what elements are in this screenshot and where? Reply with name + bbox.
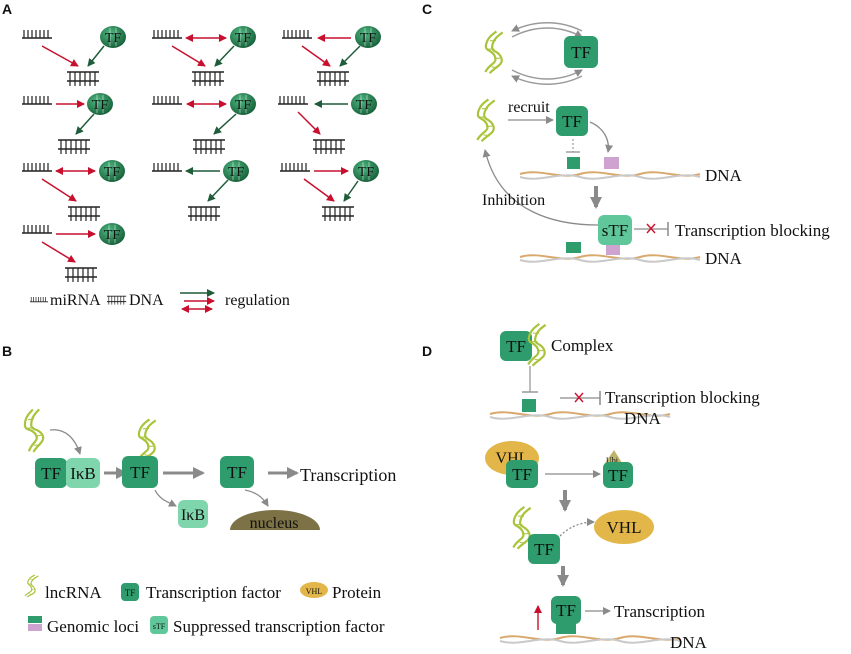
c-dna-label-2: DNA (705, 249, 743, 268)
svg-text:VHL: VHL (607, 518, 642, 537)
d-transcription: Transcription (614, 602, 705, 621)
b-ikb-box-1 (66, 458, 100, 488)
main-legend: lncRNA TF Transcription factor VHL Prote… (24, 574, 385, 636)
svg-text:IκB: IκB (70, 464, 96, 483)
legend-locus-green (28, 616, 42, 623)
panel-a-label: A (2, 1, 12, 17)
d-transcription-blocking: Transcription blocking (605, 388, 760, 407)
legend-dna: DNA (129, 292, 164, 309)
svg-text:TF: TF (104, 228, 121, 243)
legend-vhl-icon (300, 582, 328, 598)
panel-d: D TF Complex Transcription blocking DNA … (422, 321, 760, 652)
svg-text:TF: TF (41, 464, 61, 483)
legend-protein: Protein (332, 583, 382, 602)
legend-suppressed-tf: Suppressed transcription factor (173, 617, 385, 636)
svg-text:VHL: VHL (306, 587, 323, 596)
svg-text:TF: TF (534, 540, 554, 559)
c-tf-top (564, 36, 598, 68)
c-dna-strand-1 (519, 171, 701, 180)
c-tf-recruited (556, 106, 588, 136)
b-transcription: Transcription (300, 465, 396, 485)
svg-text:nucleus: nucleus (250, 515, 299, 532)
svg-text:TF: TF (571, 43, 591, 62)
svg-text:TF: TF (130, 463, 150, 482)
svg-text:TF: TF (556, 601, 576, 620)
svg-text:TF: TF (235, 98, 252, 113)
legend-genomic-loci: Genomic loci (47, 617, 139, 636)
svg-text:TF: TF (512, 465, 532, 484)
a-cell-10: TF (21, 222, 126, 283)
panel-d-label: D (422, 343, 432, 359)
panel-c-label: C (422, 1, 432, 17)
a-cell-5: TF (151, 92, 257, 155)
panel-b: B TF IκB TF IκB TF Transcription nucleus (2, 343, 396, 532)
legend-locus-pink (28, 624, 42, 631)
svg-text:TF: TF (235, 31, 252, 46)
a-cell-4: TF (21, 92, 114, 155)
c-stf (598, 215, 632, 245)
legend-transcription-factor: Transcription factor (146, 583, 281, 602)
svg-text:Ubi: Ubi (606, 456, 619, 465)
svg-text:TF: TF (105, 31, 122, 46)
b-tf-box-3 (220, 456, 254, 488)
b-tf-box-2 (122, 456, 158, 488)
legend-stf-icon (150, 616, 168, 634)
d-dna-label-1: DNA (624, 409, 662, 428)
svg-text:TF: TF (92, 98, 109, 113)
a-cell-3: TF (281, 25, 382, 87)
svg-text:TF: TF (356, 98, 373, 113)
svg-text:sTF: sTF (153, 622, 166, 631)
svg-text:TF: TF (360, 31, 377, 46)
d-tf-complex (500, 331, 532, 361)
svg-text:TF: TF (562, 112, 582, 131)
panel-c: C TF recruit TF DNA Inhibition sTF Tra (422, 1, 830, 268)
c-recruit: recruit (508, 99, 550, 116)
svg-text:TF: TF (228, 165, 245, 180)
svg-text:TF: TF (227, 463, 247, 482)
panel-a-legend: miRNA DNA regulation (29, 289, 290, 313)
c-locus-pink (604, 157, 619, 169)
svg-text:IκB: IκB (181, 507, 205, 524)
b-ikb-free (178, 500, 208, 528)
legend-regulation: regulation (225, 292, 290, 309)
svg-text:TF: TF (125, 588, 136, 598)
c-transcription-blocking: Transcription blocking (675, 221, 830, 240)
panel-b-label: B (2, 343, 12, 359)
svg-text:TF: TF (358, 165, 375, 180)
a-cell-6: TF (277, 92, 378, 155)
c-inhibition: Inhibition (482, 192, 545, 209)
c-locus-green (567, 157, 580, 169)
legend-tf-icon (121, 583, 139, 601)
b-nucleus (230, 510, 320, 530)
svg-text:TF: TF (506, 337, 526, 356)
svg-text:sTF: sTF (602, 221, 628, 240)
legend-lncrna: lncRNA (45, 583, 102, 602)
c-dna-label-1: DNA (705, 166, 743, 185)
a-cell-1: TF (21, 25, 127, 87)
a-cell-2: TF (151, 25, 257, 87)
c-dna-strand-2 (519, 254, 701, 263)
svg-text:TF: TF (104, 165, 121, 180)
b-tf-box-1 (35, 458, 67, 488)
svg-text:TF: TF (608, 466, 628, 485)
d-locus-green (522, 399, 536, 412)
d-dna-label-2: DNA (670, 633, 708, 652)
d-complex: Complex (551, 336, 614, 355)
a-cell-7: TF (21, 159, 126, 222)
a-cell-9: TF (279, 159, 380, 222)
panel-a: A TF TF TF (2, 1, 382, 313)
legend-mirna: miRNA (50, 292, 101, 309)
a-cell-8: TF (151, 159, 250, 222)
